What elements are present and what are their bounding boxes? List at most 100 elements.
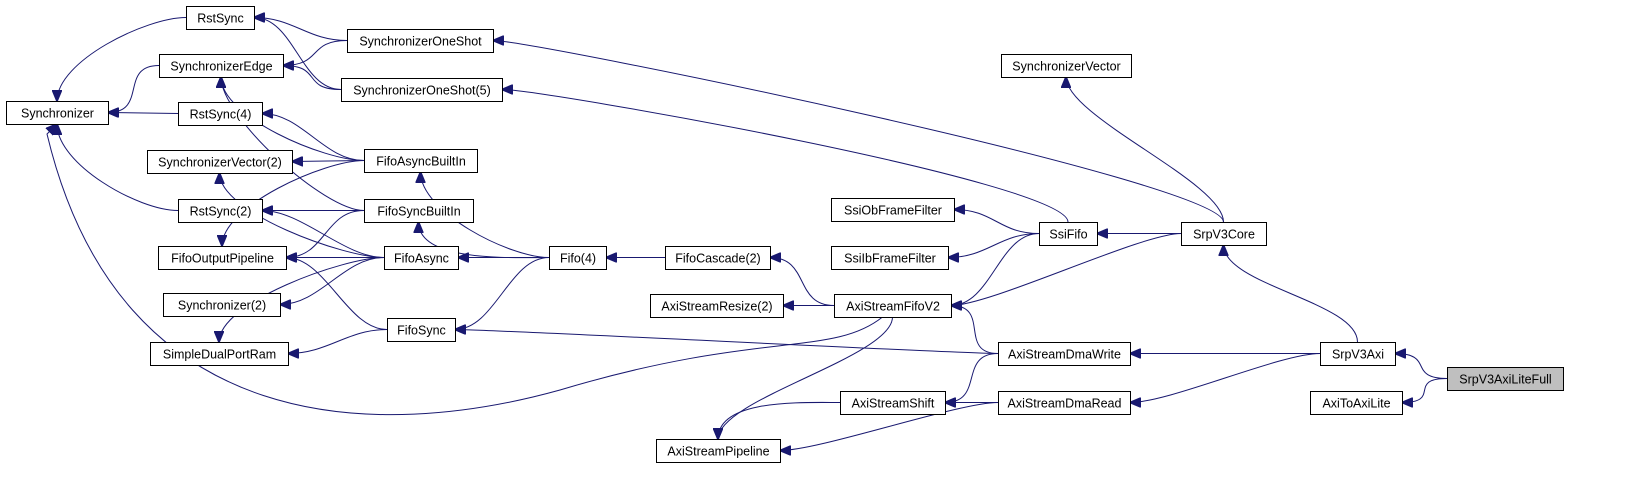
- node-label: SynchronizerVector(2): [158, 156, 282, 170]
- node-ssiobframefilter[interactable]: SsiObFrameFilter: [831, 198, 955, 222]
- edges-layer: [47, 17, 1448, 451]
- edge-axistreamdmawrite-to-axistreamshift: [945, 353, 999, 403]
- node-rstsync4[interactable]: RstSync(4): [178, 102, 263, 126]
- node-box: [1181, 222, 1267, 246]
- node-label: RstSync(4): [190, 108, 252, 122]
- edge-srpv3axilitefull-to-axitoaxilite: [1402, 378, 1448, 403]
- node-label: FifoSync: [397, 324, 446, 338]
- node-fifosyncbuiltin[interactable]: FifoSyncBuiltIn: [364, 199, 474, 223]
- node-box: [147, 150, 293, 174]
- node-synchronizeroneshot[interactable]: SynchronizerOneShot: [347, 29, 494, 53]
- node-box: [384, 246, 459, 270]
- edge-synchronizeroneshot-to-synchronizeredge: [283, 40, 348, 66]
- edge-fifoasync-to-rstsync2: [262, 211, 385, 258]
- edge-rstsync-to-synchronizer: [57, 17, 187, 102]
- node-synchronizervector2[interactable]: SynchronizerVector(2): [147, 150, 293, 174]
- edge-synchronizeroneshot5-to-rstsync: [254, 18, 342, 90]
- node-fifooutputpipeline[interactable]: FifoOutputPipeline: [158, 246, 287, 270]
- node-label: AxiStreamPipeline: [667, 445, 769, 459]
- edge-srpv3axilitefull-to-srpv3axi: [1395, 354, 1448, 379]
- node-box: [6, 101, 109, 125]
- edge-ssififo-to-ssiobframefilter: [954, 210, 1040, 234]
- edge-srpv3core-to-synchronizeroneshot: [493, 41, 1224, 223]
- node-srpv3axilitefull[interactable]: SrpV3AxiLiteFull: [1447, 367, 1564, 391]
- node-srpv3axi[interactable]: SrpV3Axi: [1320, 342, 1396, 366]
- node-box: [998, 391, 1131, 415]
- node-label: AxiStreamDmaRead: [1008, 397, 1122, 411]
- edge-fifosyncbuiltin-to-fifooutputpipeline: [286, 210, 365, 258]
- node-label: RstSync(2): [190, 205, 252, 219]
- edge-fifosync-to-fifooutputpipeline: [286, 258, 388, 330]
- node-synchronizervector[interactable]: SynchronizerVector: [1001, 54, 1132, 78]
- node-label: AxiStreamDmaWrite: [1008, 348, 1121, 362]
- edge-axistreamfifov2-to-fifocascade2: [770, 258, 835, 306]
- edge-srpv3axi-to-axistreamdmaread: [1130, 353, 1321, 403]
- node-label: AxiToAxiLite: [1322, 397, 1390, 411]
- node-box: [178, 199, 263, 223]
- node-label: SynchronizerEdge: [170, 60, 272, 74]
- node-box: [364, 149, 478, 173]
- node-box: [159, 54, 284, 78]
- node-label: RstSync: [197, 12, 244, 26]
- edge-axistreamfifov2-to-axistreampipeline: [718, 316, 893, 439]
- node-label: AxiStreamShift: [852, 397, 935, 411]
- node-synchronizeredge[interactable]: SynchronizerEdge: [159, 54, 284, 78]
- node-label: SynchronizerOneShot: [359, 35, 482, 49]
- edge-axistreamdmawrite-to-fifosync: [455, 330, 999, 354]
- node-box: [1310, 391, 1403, 415]
- node-label: SynchronizerVector: [1012, 60, 1120, 74]
- node-box: [387, 318, 456, 342]
- edge-srpv3core-to-synchronizervector: [1066, 77, 1224, 223]
- node-fifosync[interactable]: FifoSync: [387, 318, 456, 342]
- node-label: SsiObFrameFilter: [844, 204, 942, 218]
- node-ssififo[interactable]: SsiFifo: [1039, 222, 1098, 246]
- node-rstsync[interactable]: RstSync: [186, 6, 255, 30]
- node-fifo4[interactable]: Fifo(4): [549, 246, 607, 270]
- node-synchronizer[interactable]: Synchronizer: [6, 101, 109, 125]
- edge-fifo4-to-fifosyncbuiltin: [419, 222, 550, 259]
- node-label: SsiIbFrameFilter: [844, 252, 936, 266]
- node-synchronizer2[interactable]: Synchronizer(2): [163, 293, 281, 317]
- node-label: AxiStreamFifoV2: [846, 300, 940, 314]
- edge-fifoasyncbuiltin-to-synchronizervector2: [292, 161, 365, 162]
- node-fifoasync[interactable]: FifoAsync: [384, 246, 459, 270]
- node-fifocascade2[interactable]: FifoCascade(2): [665, 246, 771, 270]
- node-label: FifoAsync: [394, 252, 449, 266]
- edge-srpv3axi-to-srpv3core: [1224, 245, 1358, 343]
- node-box: [665, 246, 771, 270]
- node-axistreamdmawrite[interactable]: AxiStreamDmaWrite: [998, 342, 1131, 366]
- node-label: SrpV3AxiLiteFull: [1459, 373, 1551, 387]
- node-box: [998, 342, 1131, 366]
- node-box: [834, 294, 952, 318]
- edge-axistreamdmawrite-to-axistreamfifov2: [951, 306, 999, 354]
- node-box: [186, 6, 255, 30]
- node-box: [831, 246, 949, 270]
- node-box: [1001, 54, 1132, 78]
- node-ssiibframefilter[interactable]: SsiIbFrameFilter: [831, 246, 949, 270]
- edge-synchronizeredge-to-synchronizer: [108, 65, 160, 113]
- node-srpv3core[interactable]: SrpV3Core: [1181, 222, 1267, 246]
- node-box: [341, 78, 503, 102]
- node-rstsync2[interactable]: RstSync(2): [178, 199, 263, 223]
- edge-synchronizeroneshot5-to-synchronizeredge: [283, 66, 342, 90]
- node-box: [163, 293, 281, 317]
- node-axistreamshift[interactable]: AxiStreamShift: [840, 391, 946, 415]
- node-box: [178, 102, 263, 126]
- node-axitoaxilite[interactable]: AxiToAxiLite: [1310, 391, 1403, 415]
- node-fifoasyncbuiltin[interactable]: FifoAsyncBuiltIn: [364, 149, 478, 173]
- node-label: SrpV3Axi: [1332, 348, 1384, 362]
- node-label: SynchronizerOneShot(5): [353, 84, 491, 98]
- node-axistreamresize2[interactable]: AxiStreamResize(2): [650, 294, 784, 318]
- node-axistreamdmaread[interactable]: AxiStreamDmaRead: [998, 391, 1131, 415]
- node-label: FifoSyncBuiltIn: [377, 205, 460, 219]
- node-axistreamfifov2[interactable]: AxiStreamFifoV2: [834, 294, 952, 318]
- edge-fifoasyncbuiltin-to-rstsync4: [262, 114, 365, 161]
- node-box: [347, 29, 494, 53]
- node-box: [656, 439, 781, 463]
- node-label: Synchronizer: [21, 107, 94, 121]
- node-label: FifoOutputPipeline: [171, 252, 274, 266]
- node-axistreampipeline[interactable]: AxiStreamPipeline: [656, 439, 781, 463]
- node-synchronizeroneshot5[interactable]: SynchronizerOneShot(5): [341, 78, 503, 102]
- node-simpledualportram[interactable]: SimpleDualPortRam: [150, 342, 289, 366]
- node-label: SimpleDualPortRam: [163, 348, 276, 362]
